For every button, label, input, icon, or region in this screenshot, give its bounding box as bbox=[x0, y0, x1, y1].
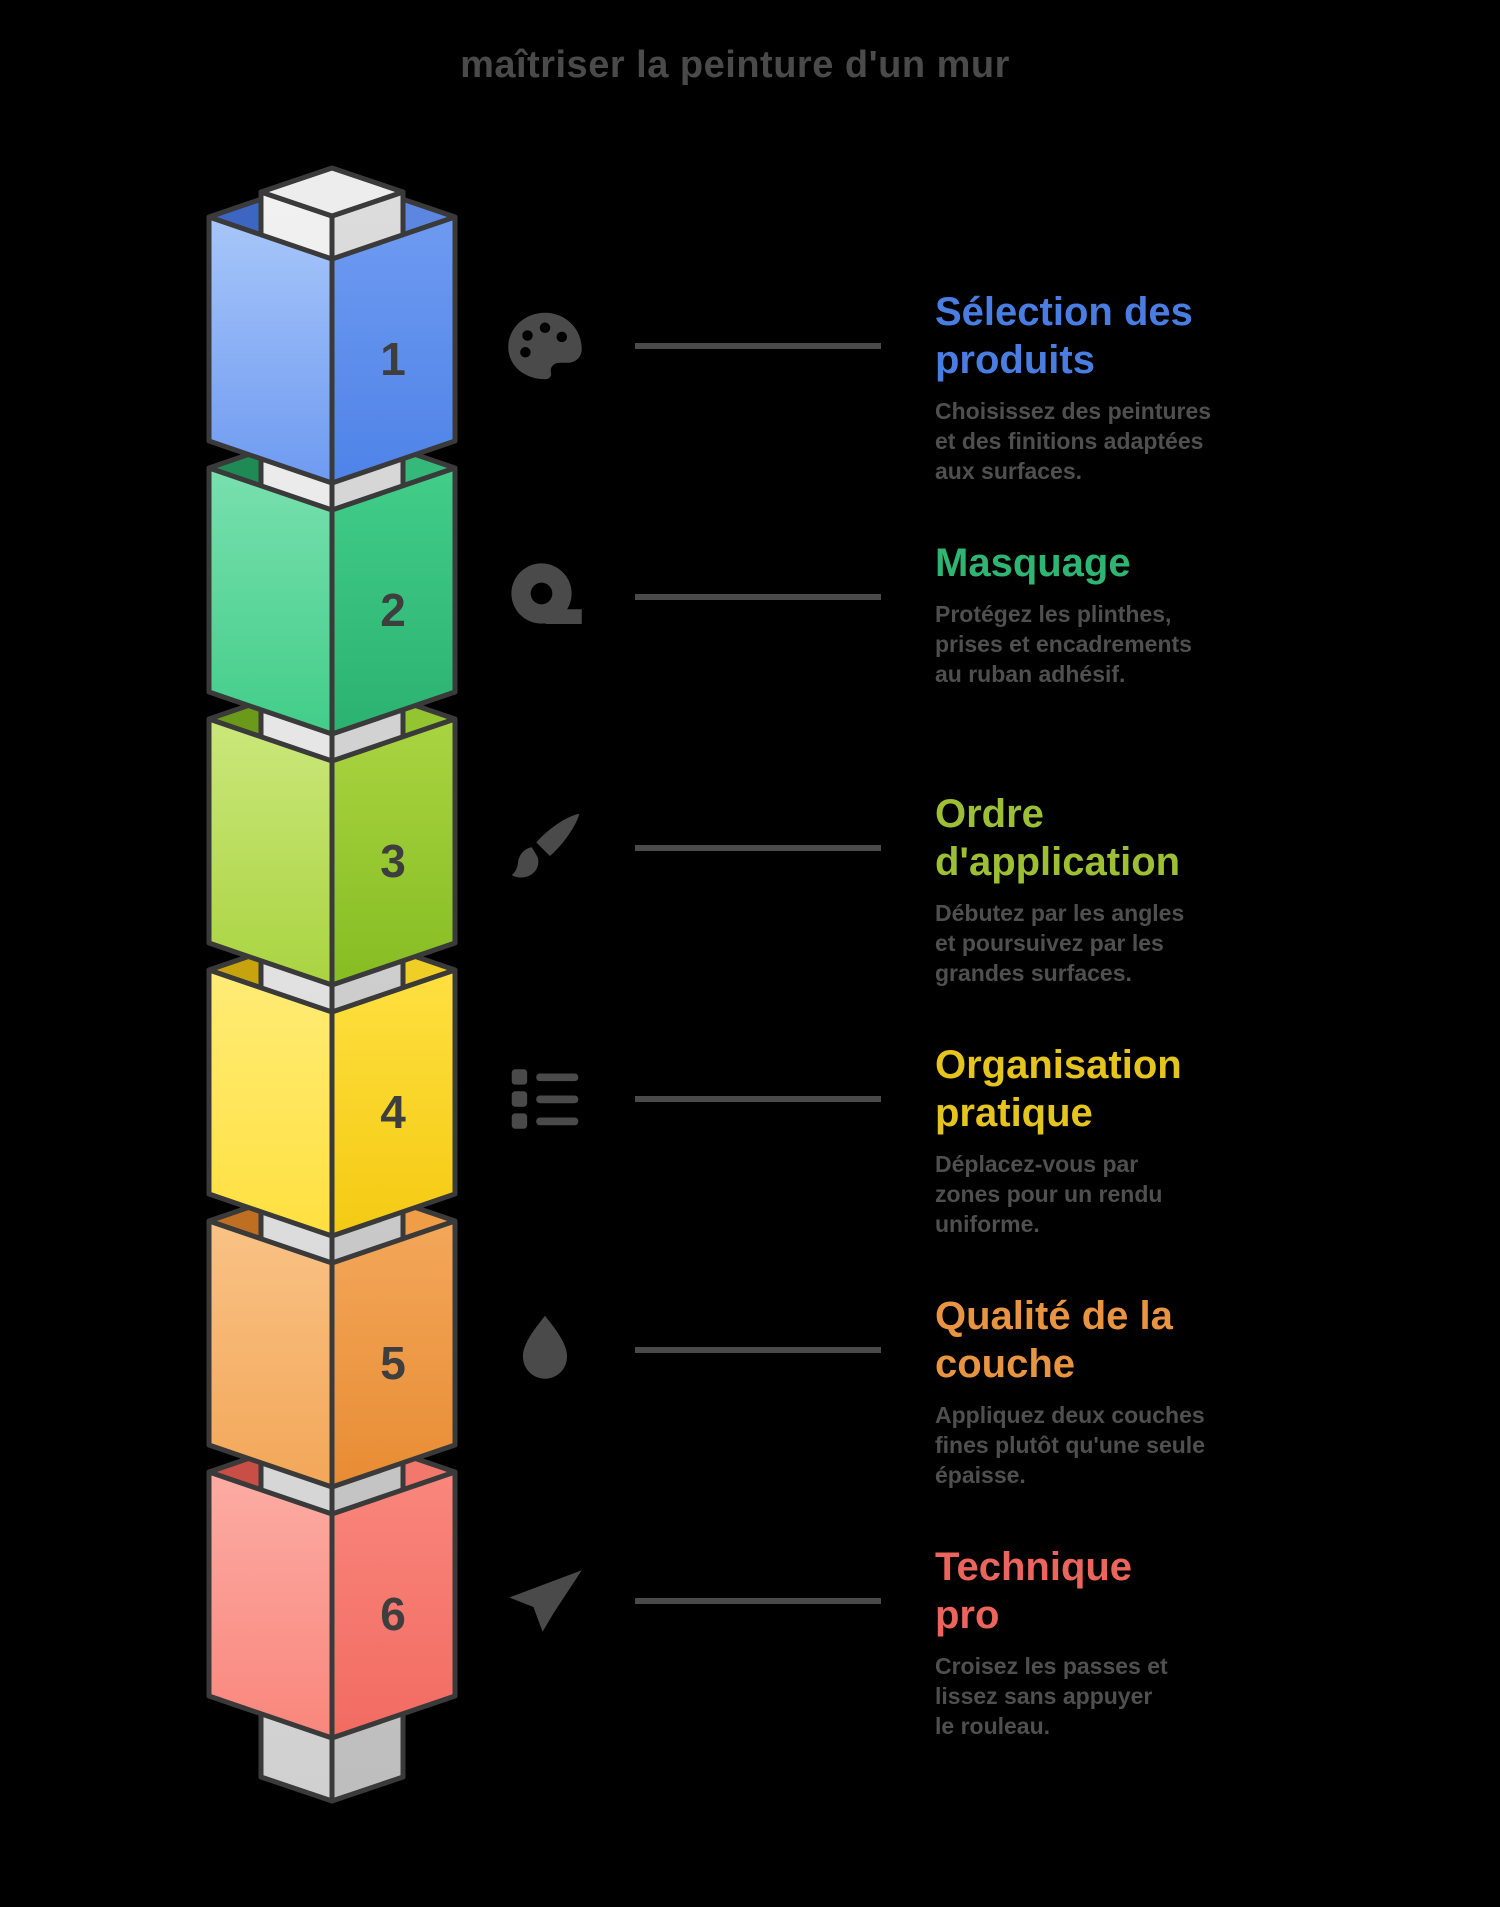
cube-number: 5 bbox=[380, 1337, 406, 1389]
step-description: Déplacez-vous par zones pour un rendu un… bbox=[935, 1151, 1163, 1237]
step-text-block: Qualité de la couche Appliquez deux couc… bbox=[935, 1292, 1325, 1491]
palette-icon bbox=[503, 304, 587, 388]
step-description: Débutez par les angles et poursuivez par… bbox=[935, 900, 1185, 986]
step-text-block: Masquage Protégez les plinthes, prises e… bbox=[935, 539, 1325, 690]
paper-plane-icon bbox=[503, 1559, 587, 1643]
connector-line bbox=[635, 1598, 881, 1604]
step-heading: Technique pro bbox=[935, 1545, 1133, 1637]
step-heading: Ordre d'application bbox=[935, 792, 1181, 884]
cube-number: 6 bbox=[380, 1588, 406, 1640]
connector-line bbox=[635, 594, 881, 600]
connector-line bbox=[635, 1347, 881, 1353]
step-description: Appliquez deux couches fines plutôt qu'u… bbox=[935, 1402, 1205, 1488]
cube-number: 4 bbox=[380, 1086, 406, 1138]
step-heading: Sélection des produits bbox=[935, 290, 1193, 382]
cube-number: 2 bbox=[380, 584, 406, 636]
paint-brush-icon bbox=[503, 806, 587, 890]
step-text-block: Organisation pratique Déplacez-vous par … bbox=[935, 1041, 1325, 1240]
step-heading: Qualité de la couche bbox=[935, 1294, 1173, 1386]
cube-number: 3 bbox=[380, 835, 406, 887]
connector-line bbox=[635, 343, 881, 349]
step-row: Masquage Protégez les plinthes, prises e… bbox=[503, 539, 1333, 789]
step-description: Choisissez des peintures et des finition… bbox=[935, 398, 1212, 484]
step-text-block: Ordre d'application Débutez par les angl… bbox=[935, 790, 1325, 989]
step-heading: Masquage bbox=[935, 541, 1131, 585]
step-row: Ordre d'application Débutez par les angl… bbox=[503, 790, 1333, 1040]
page-title: maîtriser la peinture d'un mur bbox=[460, 44, 1010, 86]
droplet-icon bbox=[503, 1308, 587, 1392]
cube-number: 1 bbox=[380, 333, 406, 385]
masking-tape-icon bbox=[503, 555, 587, 639]
step-row: Qualité de la couche Appliquez deux couc… bbox=[503, 1292, 1333, 1542]
step-text-block: Technique pro Croisez les passes et liss… bbox=[935, 1543, 1325, 1742]
connector-line bbox=[635, 1096, 881, 1102]
cube-stack: 1 2 3 4 5 6 bbox=[206, 165, 458, 1804]
step-row: Organisation pratique Déplacez-vous par … bbox=[503, 1041, 1333, 1291]
connector-line bbox=[635, 845, 881, 851]
step-heading: Organisation pratique bbox=[935, 1043, 1182, 1135]
step-description: Protégez les plinthes, prises et encadre… bbox=[935, 601, 1192, 687]
checklist-icon bbox=[503, 1057, 587, 1141]
step-text-block: Sélection des produits Choisissez des pe… bbox=[935, 288, 1325, 487]
step-row: Sélection des produits Choisissez des pe… bbox=[503, 288, 1333, 538]
step-row: Technique pro Croisez les passes et liss… bbox=[503, 1543, 1333, 1793]
step-description: Croisez les passes et lissez sans appuye… bbox=[935, 1653, 1168, 1739]
